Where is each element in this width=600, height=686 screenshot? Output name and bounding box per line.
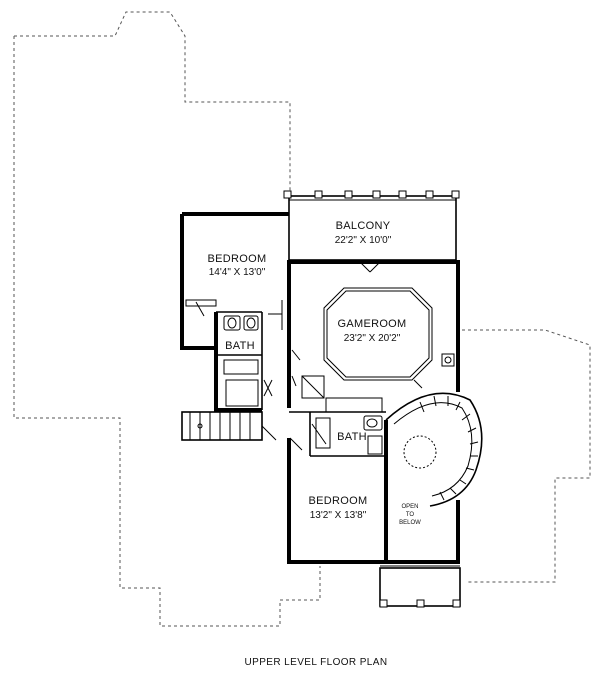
balcony-post — [314, 190, 323, 199]
balcony-size: 22'2" X 10'0" — [335, 235, 392, 246]
bedroom-1-label: BEDROOM — [208, 253, 267, 265]
bedroom-2-size: 13'2" X 13'8" — [310, 510, 367, 521]
bath-1-label: BATH — [225, 340, 255, 352]
porch-posts — [379, 565, 461, 608]
hall-area — [289, 349, 386, 413]
balcony-post — [398, 190, 407, 199]
stair-left — [181, 411, 277, 441]
gameroom-size: 23'2" X 20'2" — [344, 333, 401, 344]
balcony-post — [344, 190, 353, 199]
bedroom-2-label: BEDROOM — [309, 495, 368, 507]
porch-post — [379, 599, 388, 608]
open-to-below-line-3: BELOW — [399, 520, 421, 526]
balcony-post — [425, 190, 434, 199]
curved-staircase — [385, 353, 483, 507]
roof-outline — [13, 11, 591, 627]
gameroom-label: GAMEROOM — [337, 318, 406, 330]
balcony-label: BALCONY — [336, 220, 391, 232]
balcony-post — [451, 190, 460, 199]
open-to-below-line-1: OPEN — [401, 504, 418, 510]
bath-2-label: BATH — [337, 431, 367, 443]
plan-title: UPPER LEVEL FLOOR PLAN — [245, 657, 388, 668]
bedroom-1-size: 14'4" X 13'0" — [209, 267, 266, 278]
porch-post — [452, 599, 461, 608]
balcony-post — [283, 190, 292, 199]
porch-post — [416, 599, 425, 608]
exterior-walls — [180, 212, 460, 564]
gameroom-ceiling — [323, 287, 433, 381]
bedroom-1-details — [185, 299, 283, 410]
bath-2-details — [289, 412, 386, 457]
balcony-post — [372, 190, 381, 199]
open-to-below-line-2: TO — [406, 512, 415, 518]
